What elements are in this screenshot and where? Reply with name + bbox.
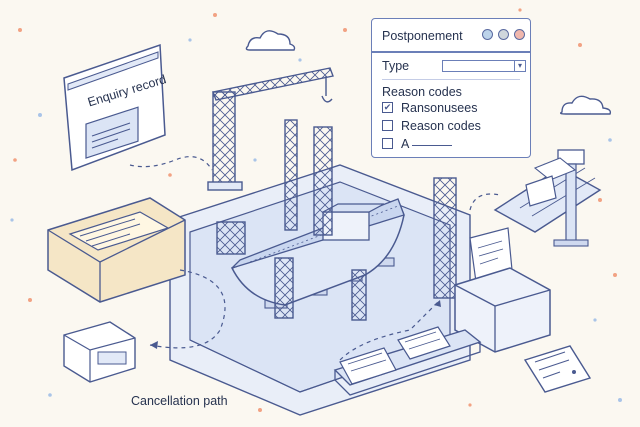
chevron-down-icon[interactable]: ▾ bbox=[514, 61, 525, 71]
window-dot-orange-icon[interactable] bbox=[514, 29, 525, 40]
text-underline bbox=[412, 145, 452, 147]
type-label: Type bbox=[382, 59, 410, 73]
window-dot-blue-icon[interactable] bbox=[482, 29, 493, 40]
confetti-dots bbox=[10, 8, 622, 412]
flow-arrowhead bbox=[150, 341, 158, 349]
checkbox-icon[interactable] bbox=[382, 120, 393, 131]
cancellation-path-label: Cancellation path bbox=[131, 394, 228, 408]
scaffold-towers bbox=[207, 91, 457, 321]
checkbox-checked-icon[interactable]: ✔ bbox=[382, 102, 393, 113]
crane bbox=[212, 67, 334, 103]
cloud-icon bbox=[245, 30, 296, 51]
window-dot-gray-icon[interactable] bbox=[498, 29, 509, 40]
panel-divider-2 bbox=[382, 79, 520, 80]
bottom-conveyor bbox=[333, 326, 482, 396]
flow-arrowhead bbox=[434, 300, 441, 307]
reason-codes-heading: Reason codes bbox=[382, 85, 462, 99]
panel-title: Postponement bbox=[382, 29, 463, 43]
checkbox-icon[interactable] bbox=[382, 138, 393, 149]
enquiry-folder bbox=[63, 43, 166, 172]
cancellation-folder bbox=[63, 321, 136, 383]
type-select[interactable]: ▾ bbox=[442, 60, 526, 72]
flow-paths bbox=[129, 156, 501, 361]
file-drawer bbox=[47, 197, 186, 303]
reason-option-2-label: Reason codes bbox=[401, 119, 481, 133]
output-bin bbox=[454, 267, 551, 353]
small-card bbox=[523, 345, 592, 393]
cloud-icon bbox=[559, 95, 612, 115]
document-cards bbox=[469, 175, 557, 283]
reason-option-1-label: Ransonusees bbox=[401, 101, 478, 115]
reason-option-3-label: A bbox=[401, 137, 410, 151]
postponement-panel: Postponement Type ▾ Reason codes ✔ Ranso… bbox=[371, 18, 531, 158]
panel-divider bbox=[372, 51, 530, 53]
